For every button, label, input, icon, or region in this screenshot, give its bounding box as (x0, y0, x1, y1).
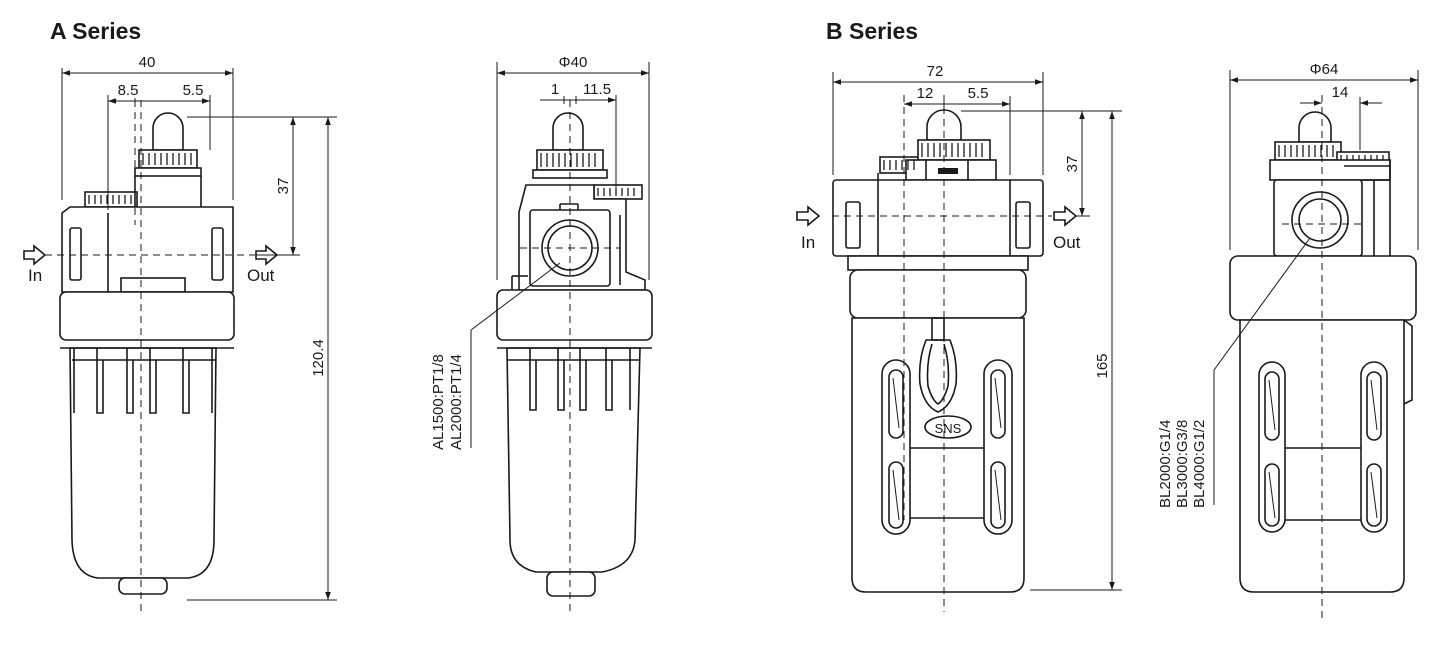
a-side-offset-left-label: 1 (551, 81, 559, 98)
b-side-outline (1229, 111, 1417, 593)
b-side-port-callout: BL2000:G1/4 BL3000:G3/8 BL4000:G1/2 (1157, 237, 1311, 508)
b-front-port-out-label: Out (1053, 233, 1081, 252)
b-side-view: Φ64 14 BL2000:G1/4 BL3000:G3/8 BL4000:G1… (1157, 61, 1419, 618)
b-side-port-spec-1: BL2000:G1/4 (1157, 420, 1174, 508)
a-front-offset-left-label: 8.5 (118, 82, 139, 99)
a-front-top-height-label: 37 (275, 178, 292, 195)
a-front-total-height-label: 120.4 (310, 339, 327, 377)
b-side-offset-label: 14 (1332, 84, 1349, 101)
a-front-width-label: 40 (139, 54, 156, 71)
heading-b-series: B Series (826, 18, 919, 44)
b-side-offset-dimension: 14 (1300, 84, 1382, 150)
b-side-diameter-label: Φ64 (1310, 61, 1339, 78)
a-front-width-dimension: 40 (61, 54, 234, 200)
a-side-port-spec-1: AL1500:PT1/8 (430, 354, 447, 450)
a-side-outline (496, 112, 653, 597)
b-front-offset-right-label: 5.5 (968, 85, 989, 102)
b-front-width-dimension: 72 (832, 63, 1044, 175)
b-front-total-height-label: 165 (1094, 353, 1111, 378)
b-side-port-spec-2: BL3000:G3/8 (1174, 420, 1191, 508)
b-front-logo: SNS (935, 421, 962, 436)
b-front-port-in-label: In (801, 233, 815, 252)
a-front-port-in-label: In (28, 266, 42, 285)
a-front-outline (59, 112, 235, 595)
a-side-port-spec-2: AL2000:PT1/4 (448, 354, 465, 450)
a-front-view: In Out 40 8.5 5.5 37 120.4 (23, 54, 337, 612)
a-front-height-dimensions: 37 120.4 (187, 116, 337, 601)
a-side-offset-dimension: 1 11.5 (540, 81, 617, 192)
a-front-port-out-label: Out (247, 266, 275, 285)
b-side-port-spec-3: BL4000:G1/2 (1191, 420, 1208, 508)
a-front-offset-right-label: 5.5 (183, 82, 204, 99)
a-front-offset-dimension: 8.5 5.5 (107, 82, 211, 210)
b-front-view: SNS In Out 72 12 5.5 37 165 (796, 63, 1122, 612)
b-side-diameter-dimension: Φ64 (1229, 61, 1419, 250)
b-front-offset-dimension: 12 5.5 (904, 85, 1011, 175)
a-side-offset-right-label: 11.5 (583, 81, 611, 98)
a-side-diameter-dimension: Φ40 (496, 54, 650, 280)
a-side-port-callout: AL1500:PT1/8 AL2000:PT1/4 (430, 262, 561, 450)
a-side-diameter-label: Φ40 (559, 54, 588, 71)
b-front-top-height-label: 37 (1064, 156, 1081, 173)
b-front-width-label: 72 (927, 63, 944, 80)
heading-a-series: A Series (50, 18, 142, 44)
b-front-height-dimensions: 37 165 (961, 110, 1122, 591)
b-front-offset-left-label: 12 (917, 85, 934, 102)
a-side-view: Φ40 1 11.5 AL1500:PT1/8 AL2000:PT1/4 (430, 54, 653, 612)
b-front-outline: SNS (832, 109, 1044, 593)
